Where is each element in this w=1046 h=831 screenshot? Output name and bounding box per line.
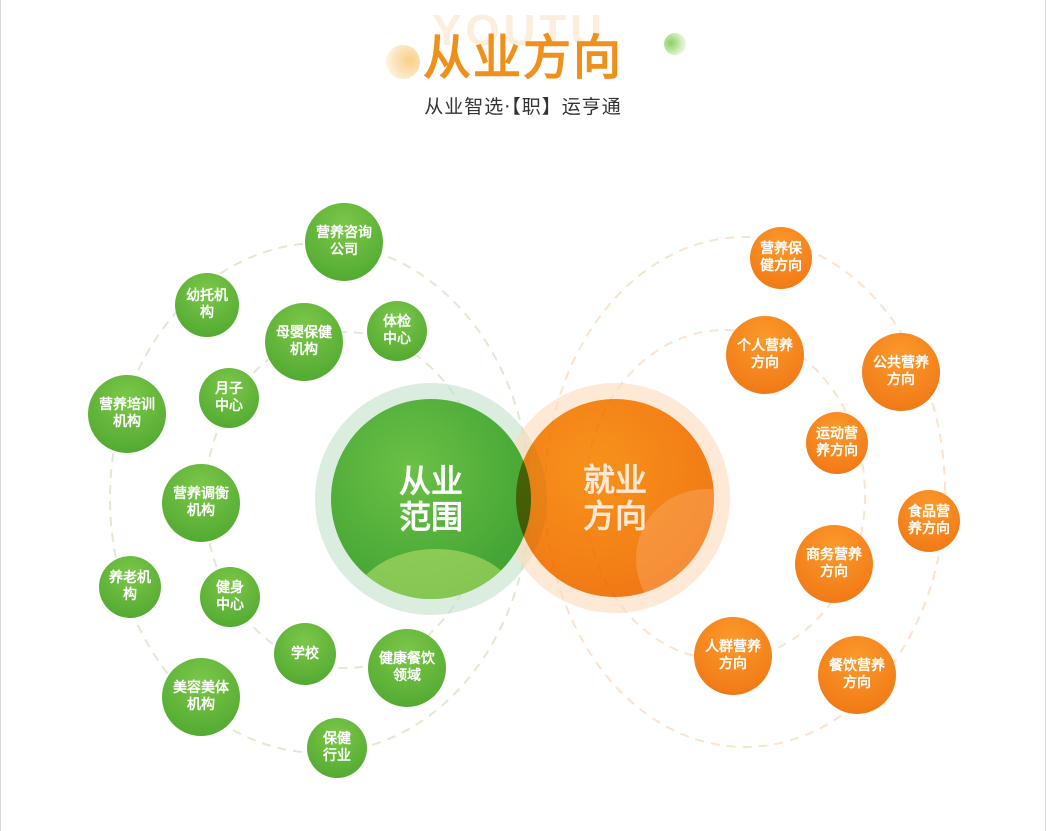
green-bubble: 幼托机构 bbox=[175, 273, 239, 337]
direction-circle: 就业方向 bbox=[516, 399, 714, 597]
green-bubble: 学校 bbox=[274, 623, 336, 685]
orange-bubble: 个人营养方向 bbox=[726, 316, 804, 394]
orange-inner-ring bbox=[584, 329, 866, 661]
green-bubble: 月子中心 bbox=[199, 368, 259, 428]
page-title: 从业方向 bbox=[422, 30, 623, 86]
green-bubble: 健身中心 bbox=[200, 567, 260, 627]
decor-ball-right bbox=[664, 33, 686, 55]
orange-bubble: 营养保健方向 bbox=[750, 227, 812, 289]
green-bubble: 母婴保健机构 bbox=[265, 303, 343, 381]
green-bubble: 营养咨询公司 bbox=[305, 203, 383, 281]
orange-bubble: 公共营养方向 bbox=[862, 333, 940, 411]
orange-bubble: 人群营养方向 bbox=[694, 617, 772, 695]
green-bubble: 营养调衡机构 bbox=[162, 464, 240, 542]
orange-bubble: 商务营养方向 bbox=[795, 525, 873, 603]
orange-bubble: 食品营养方向 bbox=[898, 490, 960, 552]
green-bubble: 体检中心 bbox=[367, 301, 427, 361]
page-subtitle: 从业智选·【职】运亨通 bbox=[424, 96, 622, 118]
green-bubble: 养老机构 bbox=[99, 556, 161, 618]
green-bubble: 营养培训机构 bbox=[88, 375, 166, 453]
decor-ball-left bbox=[386, 45, 420, 79]
green-bubble: 美容美体机构 bbox=[162, 658, 240, 736]
orange-bubble: 运动营养方向 bbox=[806, 412, 868, 474]
green-bubble: 健康餐饮领域 bbox=[368, 629, 446, 707]
orange-bubble: 餐饮营养方向 bbox=[818, 636, 896, 714]
scope-circle-label: 从业范围 bbox=[398, 462, 463, 536]
orange-outer-ring bbox=[544, 236, 946, 748]
direction-circle-label: 就业方向 bbox=[582, 461, 647, 535]
scope-circle: 从业范围 bbox=[331, 399, 531, 599]
title-watermark: YOUTU bbox=[432, 6, 606, 55]
green-bubble: 保健行业 bbox=[307, 718, 367, 778]
